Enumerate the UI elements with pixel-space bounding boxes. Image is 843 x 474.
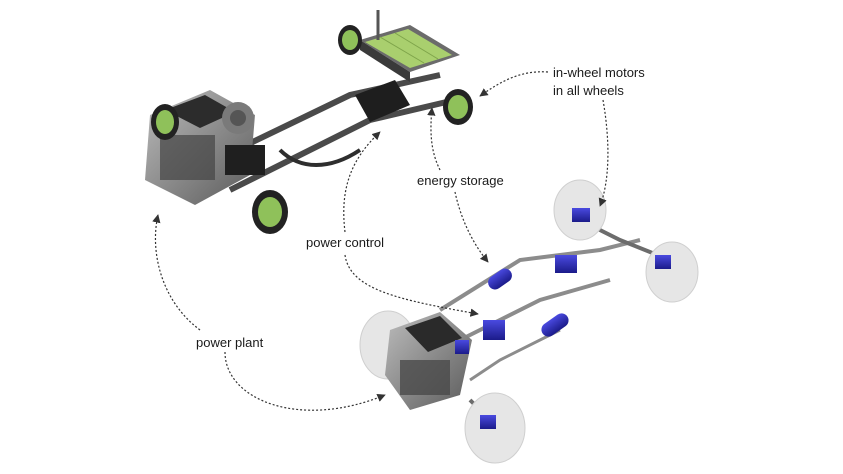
bottom-wheel-rear-right: [645, 241, 699, 303]
top-wheel-front-left: [151, 104, 179, 140]
label-in-wheel-motors: in-wheel motors in all wheels: [553, 64, 645, 100]
arrow-energy-to-top: [427, 107, 441, 171]
label-power-control: power control: [306, 235, 385, 250]
arrow-plant-to-bottom: [224, 351, 386, 411]
arrow-in-wheel-to-bottom: [598, 99, 609, 207]
label-energy-storage: energy storage: [417, 173, 504, 188]
top-wheel-rear-right: [443, 89, 473, 125]
bottom-chassis: [359, 179, 699, 464]
bottom-blue-components: [455, 208, 671, 429]
arrow-control-to-bottom: [344, 254, 479, 317]
label-power-plant: power plant: [196, 335, 264, 350]
top-wheel-rear-left: [338, 25, 362, 55]
top-battery: [360, 25, 460, 82]
label-in-wheel-motors-line2: in all wheels: [553, 83, 624, 98]
arrows: [152, 71, 609, 411]
arrow-control-to-top: [343, 131, 381, 233]
top-wheel-front-right: [252, 190, 288, 234]
bottom-engine: [385, 312, 472, 410]
arrow-plant-to-top: [152, 214, 201, 331]
label-in-wheel-motors-line1: in-wheel motors: [553, 65, 645, 80]
top-power-control-box: [355, 80, 410, 122]
arrow-in-wheel-to-top: [479, 71, 549, 97]
arrow-energy-to-bottom: [454, 191, 489, 263]
top-chassis: [145, 10, 473, 234]
